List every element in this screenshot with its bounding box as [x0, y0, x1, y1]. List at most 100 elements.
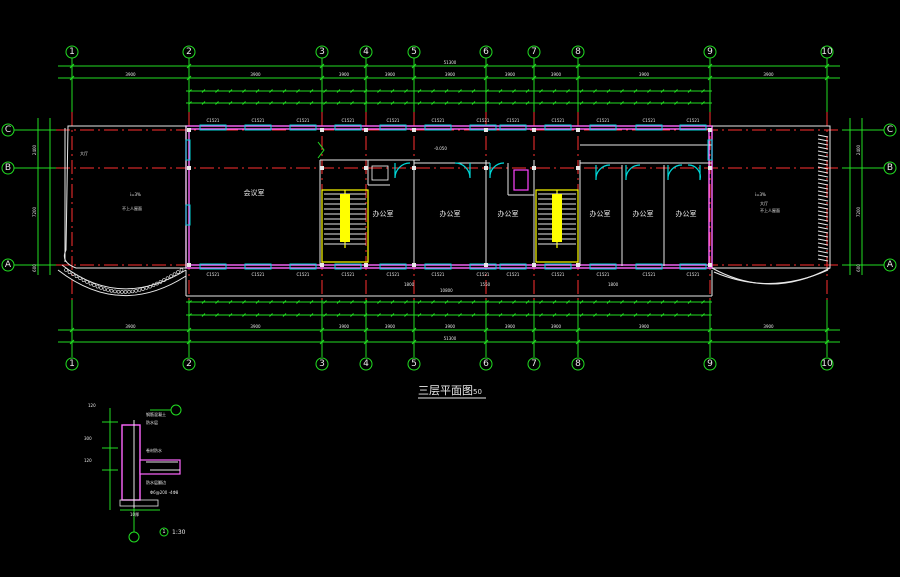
dimension-tick-fine: [701, 300, 705, 304]
hatch-line: [817, 210, 829, 214]
room-label-hall-right: 大厅: [760, 200, 768, 206]
dimension-tick-fine: [255, 101, 260, 105]
dimension-tick-fine: [444, 300, 449, 304]
dim-bay-bottom: 3900: [125, 324, 136, 329]
dim-bay-bottom: 3900: [445, 324, 456, 329]
dimension-tick-fine: [323, 300, 327, 304]
window-top: [679, 124, 707, 131]
dimension-tick-fine: [296, 300, 300, 304]
balcony-hatch: [113, 289, 117, 294]
column-marker: [187, 166, 191, 170]
dimension-tick-fine: [309, 300, 314, 304]
dim-right-1: 2400: [856, 144, 861, 155]
window-label-bottom: C1521: [597, 272, 610, 277]
dimension-tick-fine: [566, 101, 570, 105]
window-label-bottom: C1521: [477, 272, 490, 277]
balcony-hatch: [64, 268, 68, 272]
dimension-tick-fine: [674, 89, 678, 93]
dimension-tick-fine: [660, 300, 665, 304]
dimension-tick: [69, 327, 75, 333]
dimension-tick-fine: [552, 313, 557, 317]
column-marker: [412, 263, 416, 267]
balcony-hatch: [102, 287, 107, 291]
dim-bay-top: 3900: [639, 72, 650, 77]
hatch-line: [817, 174, 829, 178]
balcony-hatch: [179, 268, 184, 272]
dim-bay-bottom: 3900: [551, 324, 562, 329]
room-label-office-3: 办公室: [498, 209, 519, 218]
dimension-tick-fine: [647, 313, 651, 317]
window-side: [707, 139, 713, 161]
dimension-tick-fine: [188, 101, 192, 105]
dimension-tick-fine: [282, 313, 287, 317]
window-top: [469, 124, 497, 131]
dimension-tick: [531, 75, 537, 81]
axis-bubble-bottom-5: [407, 357, 421, 371]
dimension-tick-fine: [444, 101, 449, 105]
drawing-title: 三层平面图50: [418, 384, 482, 397]
detail-number: 1: [162, 529, 165, 535]
dimension-tick: [531, 63, 537, 69]
dimension-tick-fine: [336, 89, 341, 93]
dimension-tick-fine: [593, 89, 597, 93]
balcony-hatch: [141, 287, 145, 291]
dimension-tick: [575, 327, 581, 333]
dimension-tick: [531, 327, 537, 333]
hatch-line: [817, 150, 829, 154]
dimension-tick-fine: [309, 89, 314, 93]
dimension-tick: [483, 339, 489, 345]
balcony-hatch: [74, 274, 79, 278]
window-label-bottom: C1521: [387, 272, 400, 277]
dimension-tick-fine: [282, 89, 287, 93]
balcony-hatch: [162, 278, 166, 282]
dimension-tick-fine: [458, 300, 462, 304]
dimension-tick-fine: [606, 101, 611, 105]
axis-label-bottom-1: 1: [69, 359, 75, 369]
dimension-tick-fine: [674, 313, 678, 317]
dimension-tick-fine: [390, 313, 395, 317]
balcony-hatch: [158, 280, 163, 284]
hatch-line: [817, 186, 829, 190]
dimension-tick-fine: [363, 300, 368, 304]
hatch-line: [817, 190, 829, 194]
dimension-tick-fine: [215, 101, 219, 105]
dimension-tick-fine: [539, 300, 543, 304]
dimension-tick-fine: [620, 101, 624, 105]
axis-bubble-bottom-8: [571, 357, 585, 371]
column-marker: [576, 128, 580, 132]
dimension-tick-fine: [593, 313, 597, 317]
axis-bubble-bottom-9: [703, 357, 717, 371]
axis-bubble-bottom-3: [315, 357, 329, 371]
window-label-top: C1521: [507, 118, 520, 123]
dimension-tick-fine: [471, 313, 476, 317]
hatch-line: [817, 222, 829, 226]
hatch-line: [817, 178, 829, 182]
balcony-hatch: [176, 270, 180, 274]
balcony-hatch: [109, 288, 114, 293]
dimension-tick-fine: [417, 89, 422, 93]
window-top: [544, 124, 572, 131]
dimension-tick-fine: [620, 313, 624, 317]
room-label-hall-left: 大厅: [80, 150, 88, 156]
dimension-tick: [707, 75, 713, 81]
hatch-line: [817, 202, 829, 206]
axis-label-row-A-right: A: [887, 260, 894, 270]
dimension-tick: [319, 339, 325, 345]
dimension-tick: [824, 327, 830, 333]
dimension-tick: [69, 339, 75, 345]
axis-label-top-6: 6: [483, 47, 489, 57]
staircases: [321, 189, 579, 263]
balcony-hatch: [88, 281, 93, 286]
dimension-tick: [186, 339, 192, 345]
dimension-tick-fine: [701, 313, 705, 317]
dimension-tick-fine: [566, 313, 570, 317]
dimension-tick-fine: [350, 313, 354, 317]
dimension-tick-fine: [485, 313, 489, 317]
balcony-hatch: [144, 286, 149, 290]
structural-columns: [64, 128, 829, 294]
window-label-top: C1521: [432, 118, 445, 123]
column-marker: [412, 128, 416, 132]
dimension-tick-fine: [498, 89, 503, 93]
